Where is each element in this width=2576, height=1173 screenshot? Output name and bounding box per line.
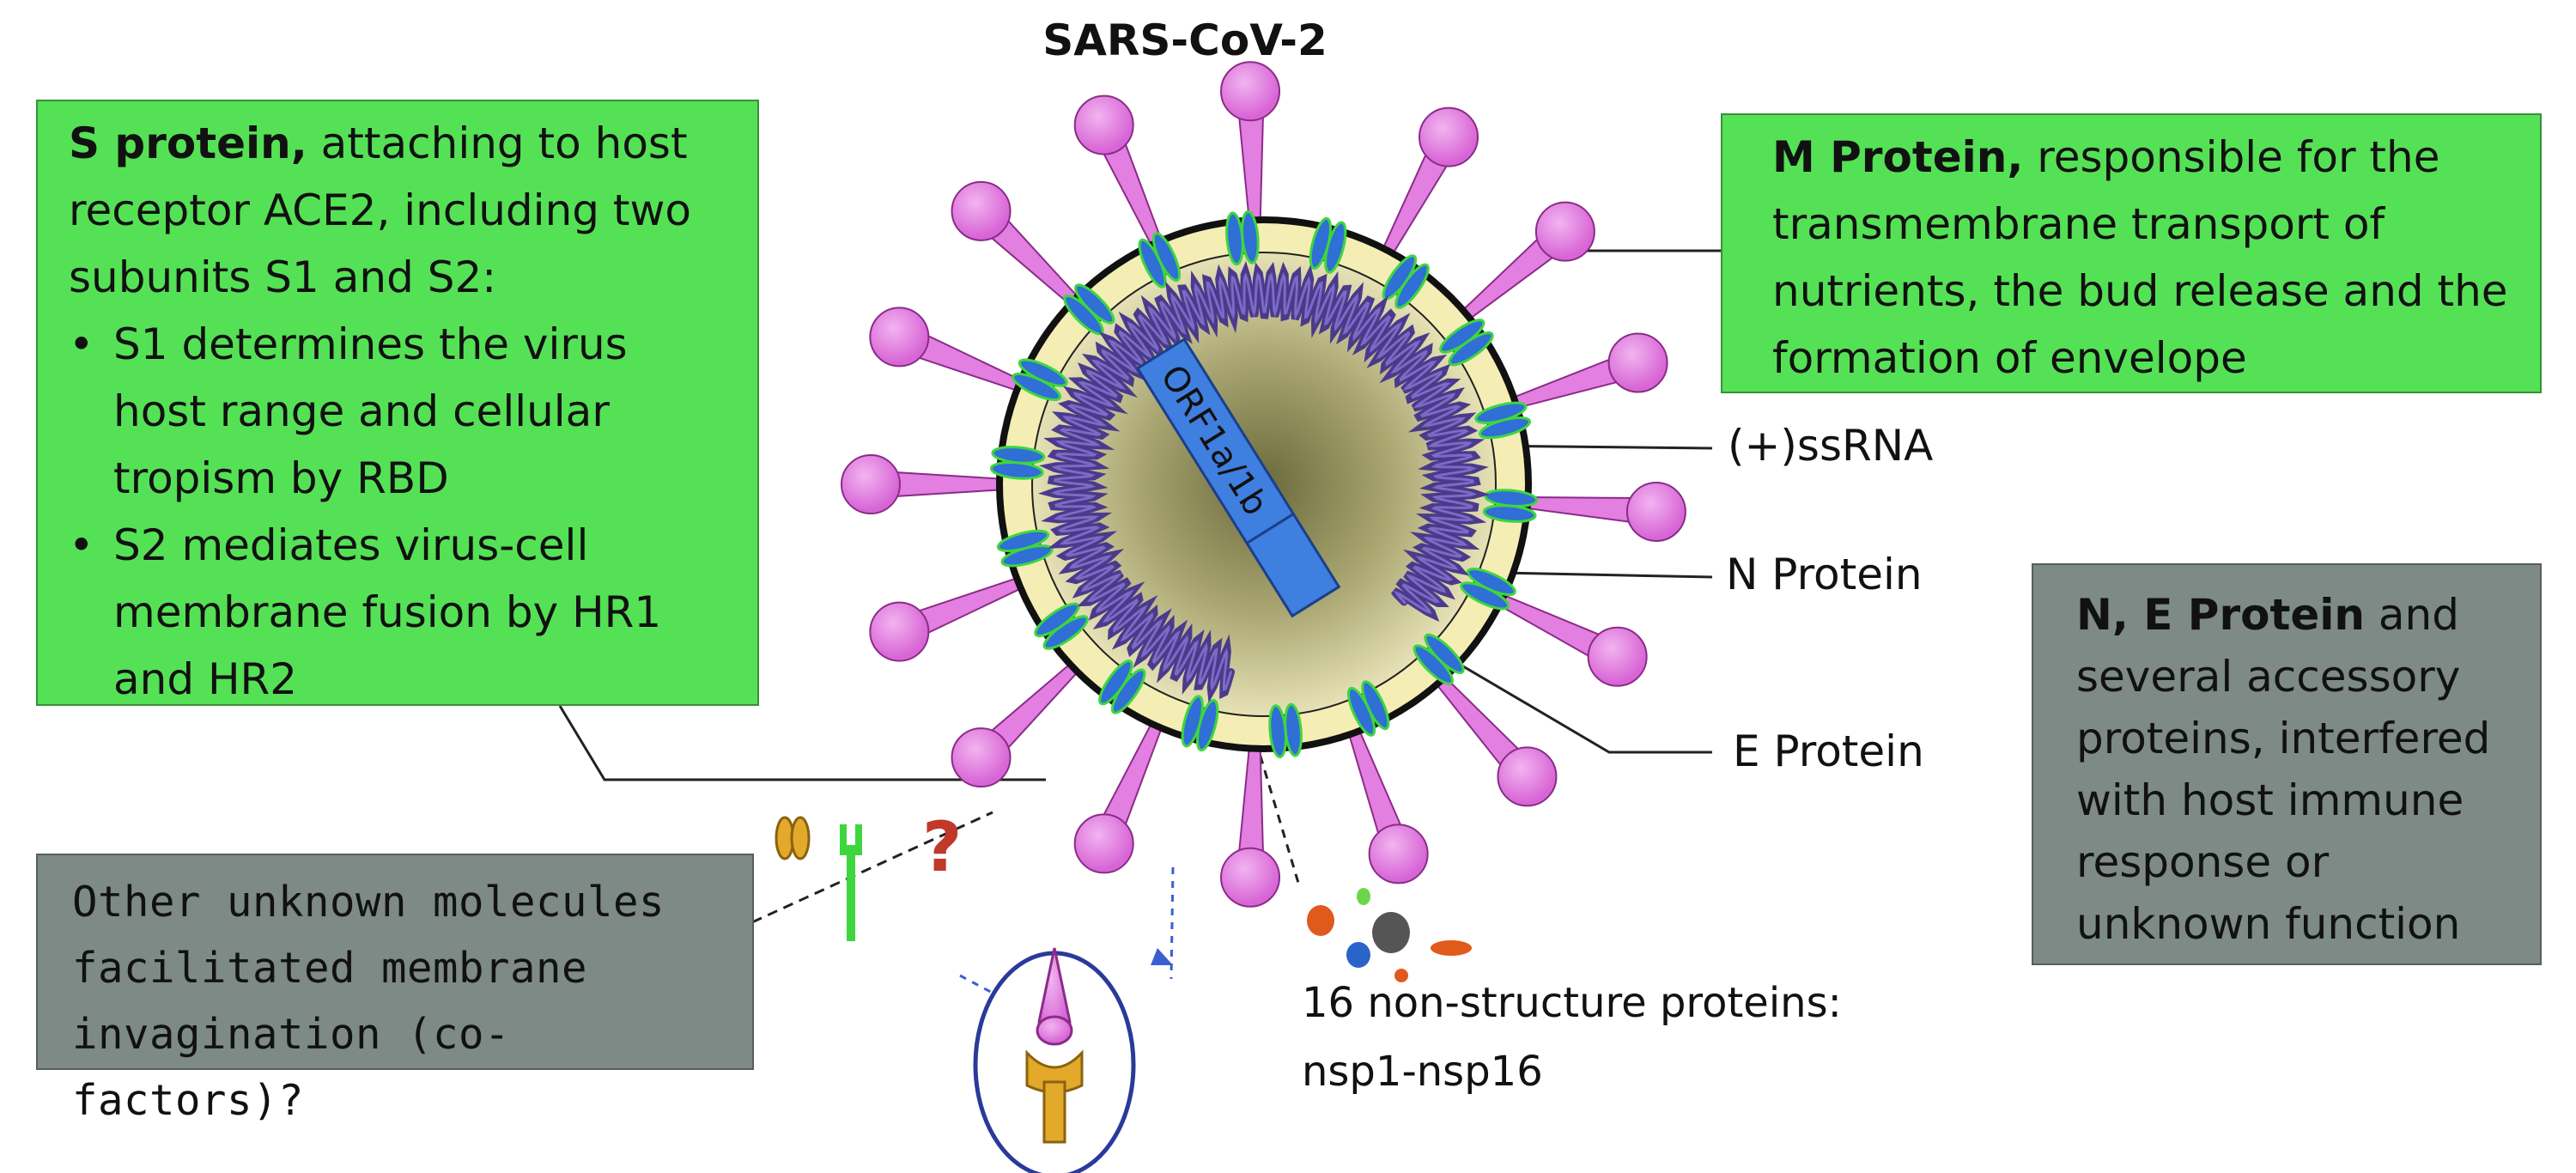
ssrna-label: (+)ssRNA [1728,421,1934,471]
spike-bulb [869,307,930,368]
other-molecules-box: Other unknown molecules facilitated memb… [36,854,754,1125]
membrane-protein [1309,216,1347,274]
s1-bullet: S1 determines the virus host range and c… [69,311,732,512]
s-protein-heading: S protein, [69,119,307,168]
ne-protein-box: N, E Protein and several accessory prote… [2032,563,2542,965]
membrane-protein [1012,358,1068,402]
spike-stalk [894,471,1007,498]
spike-stalk [1506,357,1620,411]
spike-stalk [1379,151,1449,261]
other-molecules-connector [751,811,993,924]
spike-bulb [1419,106,1479,167]
spike-bulb [1587,626,1648,687]
membrane-protein [1413,633,1465,685]
spike-stalk [1456,236,1556,325]
question-mark: ? [922,807,962,887]
spike-bulb [1607,332,1668,393]
membrane-protein [1063,283,1115,336]
membrane-protein [1439,319,1494,367]
spike-proteins [841,61,1686,908]
rna-coil-highlight [1050,271,1478,692]
n-protein-label: N Protein [1726,550,1923,599]
membrane-protein [1346,680,1390,737]
s-protein-connector [558,705,1046,781]
spike-bulb [1497,746,1558,807]
e-protein-connector [1404,630,1712,754]
other-molecules-text: Other unknown molecules facilitated memb… [72,878,665,1125]
s-protein-bullets: S1 determines the virus host range and c… [69,311,732,713]
membrane-proteins [989,210,1539,759]
spike-bulb [1625,481,1686,542]
spike-bulb [1534,201,1595,262]
membrane-protein [1138,232,1182,289]
spike-stalk [1346,723,1403,837]
s-protein-text: attaching to host receptor ACE2, includi… [69,119,691,302]
co-factor-molecules: ? [775,807,962,941]
spike-bulb [1368,824,1429,884]
spike-bulb [951,727,1012,788]
nsp-label-line1: 16 non-structure proteins: [1302,979,1842,1027]
spike-stalk [1101,716,1165,828]
spike-stalk [915,333,1029,394]
ne-protein-heading: N, E Protein [2076,590,2366,640]
membrane-protein [1474,401,1532,440]
membrane-protein [989,446,1046,480]
nsp-particles [1307,888,1472,982]
membrane-protein [1268,702,1303,759]
spike-stalk [1431,671,1522,769]
spike-bulb [1220,61,1281,122]
diagram-title: SARS-CoV-2 [1042,15,1327,65]
spike-bulb [869,601,930,662]
s2-bullet: S2 mediates virus-cell membrane fusion b… [69,512,732,713]
m-protein-heading: M Protein, [1772,132,2024,182]
s-protein-box: S protein, attaching to host receptor AC… [36,100,759,706]
spike-stalk [988,658,1084,751]
ne-protein-text: and several accessory proteins, interfer… [2076,590,2491,949]
host-receptor-complex [959,866,1175,1173]
membrane-protein [1482,489,1539,523]
spike-bulb [1220,847,1281,908]
spike-bulb [1073,813,1134,874]
e-protein-label: E Protein [1733,726,1924,776]
membrane-protein [1034,602,1089,650]
spike-stalk [1492,591,1602,659]
membrane-protein [1382,254,1430,309]
membrane-protein [1460,567,1516,611]
nsp-label-line2: nsp1-nsp16 [1302,1048,1543,1096]
membrane-protein [1098,659,1146,714]
spike-bulb [841,454,901,514]
membrane-protein [1225,210,1260,266]
spike-bulb [1073,94,1134,155]
spike-stalk [1237,113,1265,228]
m-protein-box: M Protein, responsible for the transmemb… [1721,113,2542,393]
m-protein-text: responsible for the transmembrane transp… [1772,132,2508,383]
membrane-protein [996,529,1054,568]
spike-bulb [951,180,1012,241]
spike-stalk [1237,740,1265,855]
membrane-protein [1181,695,1219,752]
spike-stalk [915,574,1029,635]
nsp-label: 16 non-structure proteins: nsp1-nsp16 [1302,969,1842,1106]
